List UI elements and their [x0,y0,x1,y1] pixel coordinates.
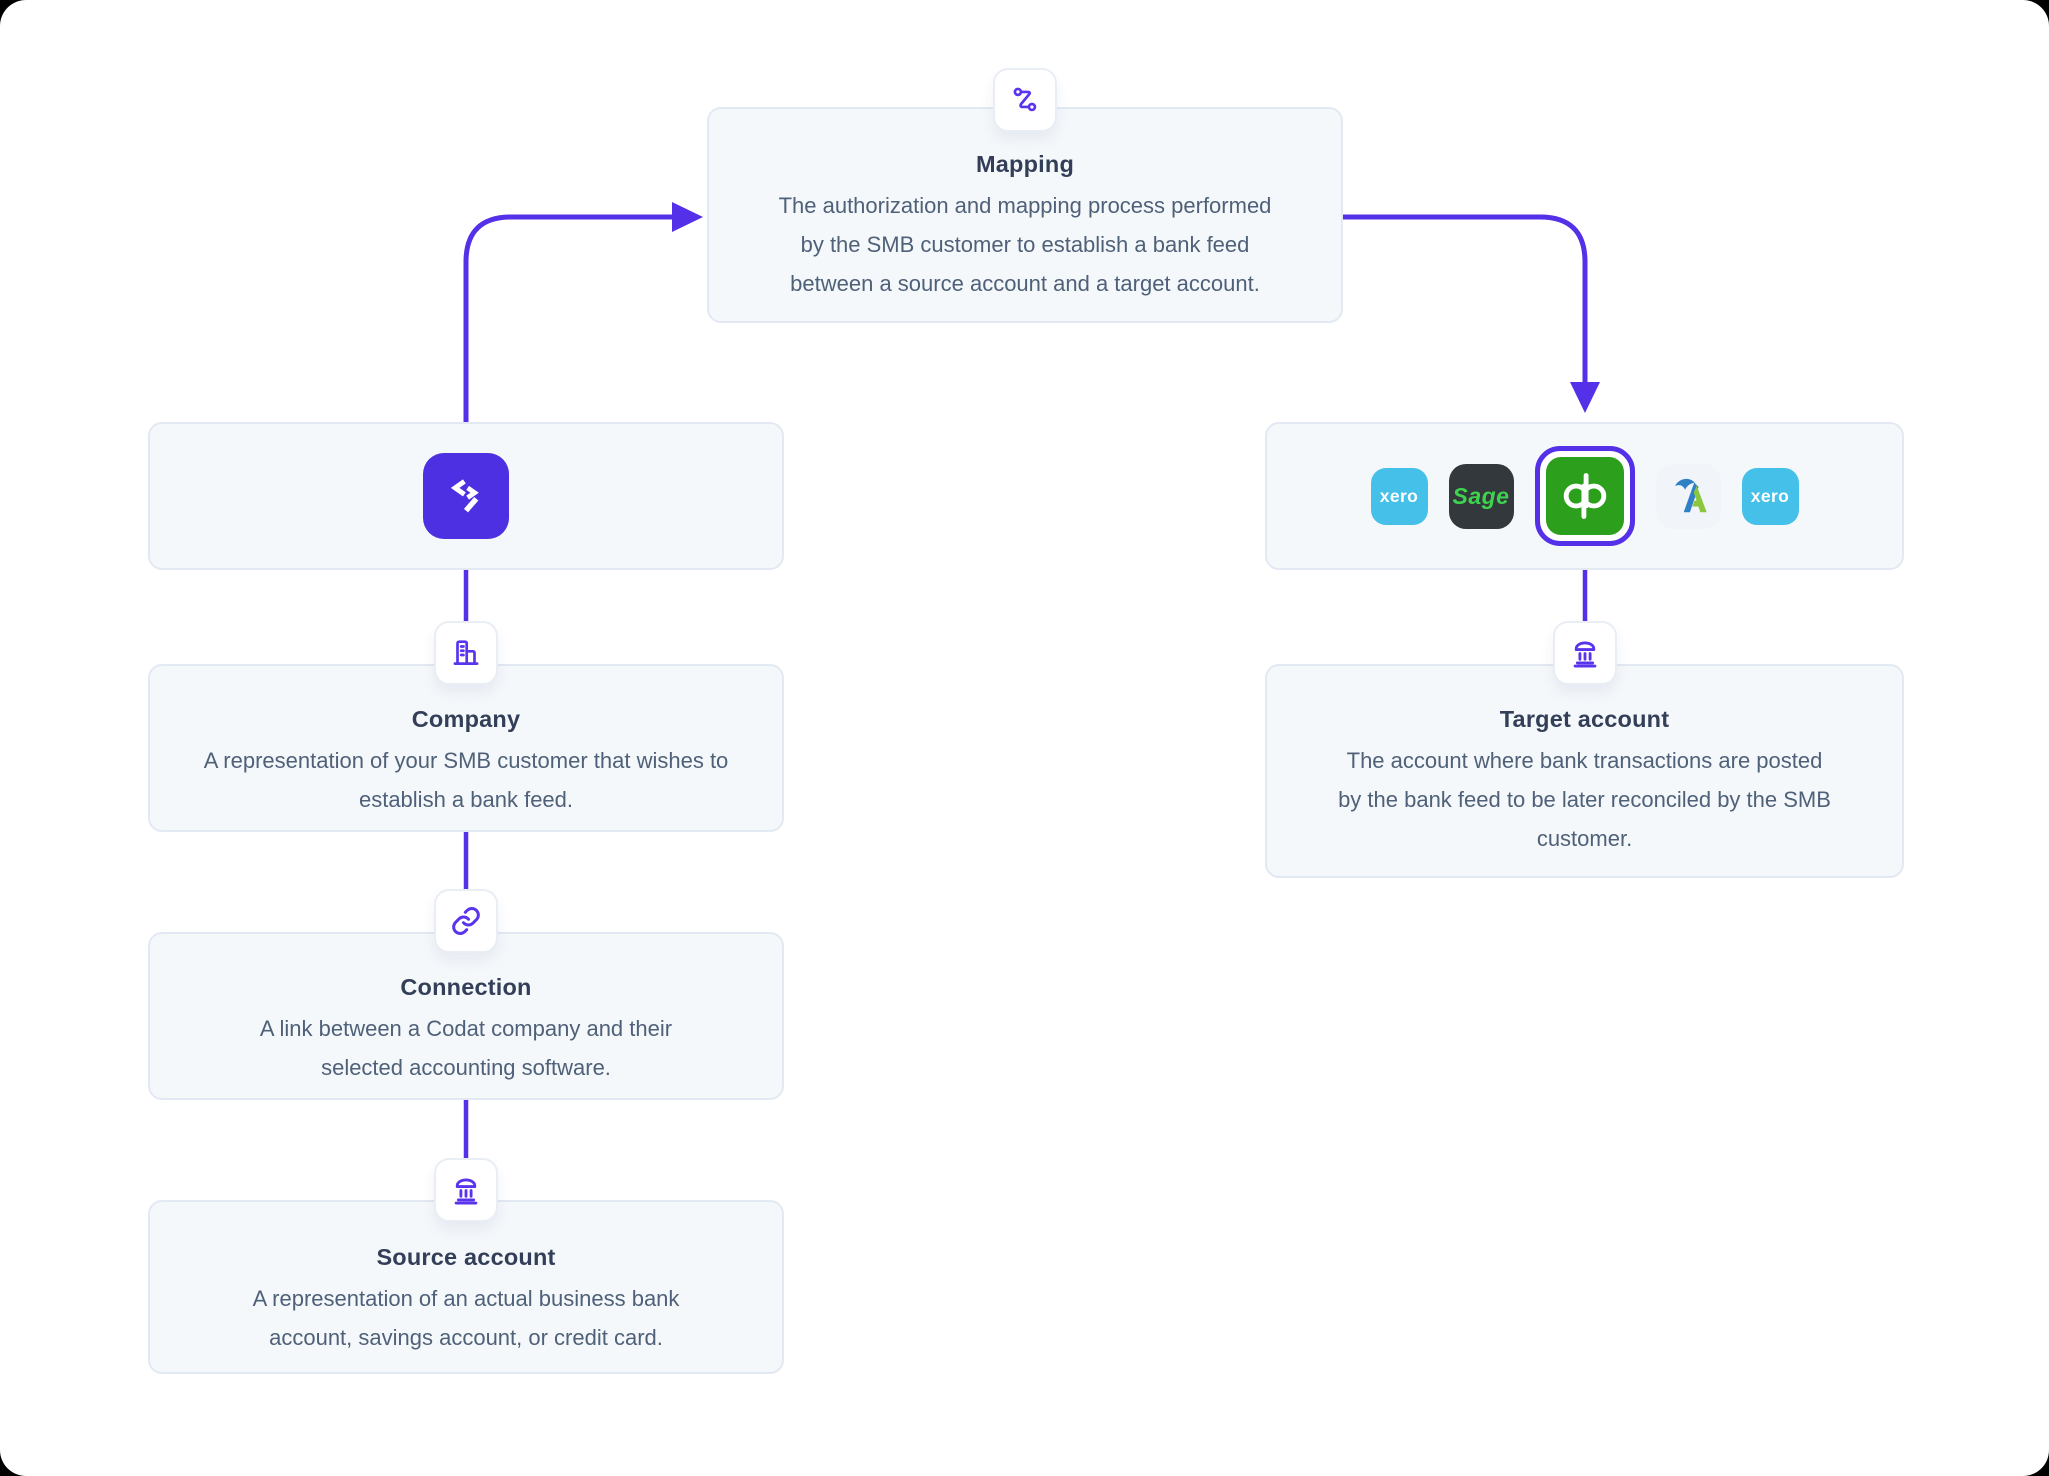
codat-logo [423,453,509,539]
logo-sage: Sage [1448,463,1514,529]
mapping-title: Mapping [976,151,1074,177]
logo-quickbooks-selected [1534,446,1635,546]
target-account-description: The account where bank transactions are … [1338,748,1831,852]
connection-description: A link between a Codat company and their… [259,1016,673,1081]
mapping-node: Mapping The authorization and mapping pr… [707,107,1343,323]
codat-logo-mark [450,479,479,513]
source-account-description: A representation of an actual business b… [252,1286,680,1351]
building-icon [453,640,479,665]
logo-quickbooks [1545,457,1624,535]
source-account-icon-card [434,1158,498,1222]
arrowhead-down [1570,382,1600,413]
target-account-node: Target account The account where bank tr… [1265,664,1904,878]
company-title: Company [411,706,521,732]
logo-xero: xero [1741,467,1799,525]
route-icon [1013,87,1037,112]
mapping-description: The authorization and mapping process pe… [778,193,1272,297]
connection-title: Connection [400,974,532,1000]
target-account-title: Target account [1499,706,1670,732]
source-account-node: Source account A representation of an ac… [148,1200,784,1374]
logo-freeagent [1655,463,1721,529]
quickbooks-qb-mark [1563,473,1606,519]
mapping-icon-card [993,68,1057,132]
company-description: A representation of your SMB customer th… [203,748,729,813]
bank-icon [454,1178,478,1205]
arrowhead-right [672,202,703,232]
sage-wordmark: Sage [1452,482,1510,509]
target-account-icon-card [1553,621,1617,685]
codat-node [148,422,784,570]
company-node: Company A representation of your SMB cus… [148,664,784,832]
arrow-mapping-to-platforms [1343,214,1588,382]
company-icon-card [434,621,498,685]
xero-wordmark: xero [1750,485,1790,506]
connection-node: Connection A link between a Codat compan… [148,932,784,1100]
xero-wordmark: xero [1379,485,1419,506]
accounting-platforms-node: xero Sage [1265,422,1904,570]
source-account-title: Source account [376,1244,556,1270]
freeagent-a-mark [1675,478,1707,513]
connection-icon-card [434,889,498,953]
bank-icon [1573,641,1597,668]
logo-xero: xero [1370,467,1428,525]
arrow-codat-to-mapping [463,214,672,422]
link-icon [452,907,480,935]
